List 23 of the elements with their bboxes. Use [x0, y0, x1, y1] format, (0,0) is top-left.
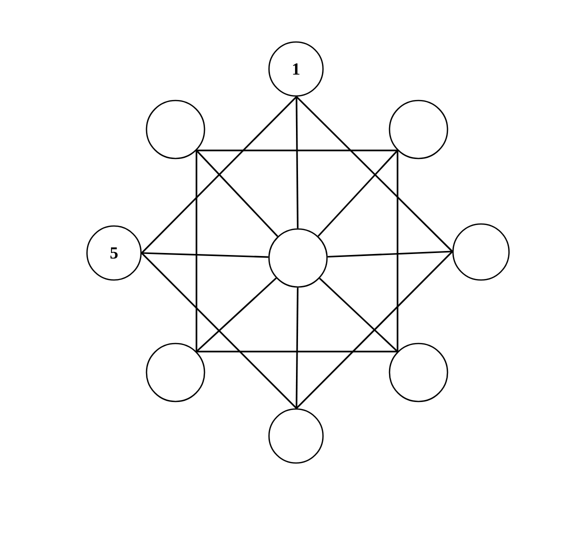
line: [318, 150, 398, 237]
line: [196, 278, 277, 352]
empty-circle: [388, 342, 448, 402]
line: [141, 96, 298, 254]
line: [296, 250, 453, 409]
line: [296, 288, 298, 408]
line: [196, 350, 398, 352]
line: [196, 150, 278, 237]
line: [141, 252, 298, 409]
line: [296, 96, 299, 228]
empty-circle: [146, 342, 206, 402]
empty-circle: [268, 408, 324, 464]
line: [296, 96, 453, 252]
empty-circle: [268, 228, 328, 288]
empty-circle: [452, 223, 510, 281]
empty-circle: [388, 100, 448, 160]
line: [396, 150, 398, 352]
line: [196, 150, 398, 152]
empty-circle: [146, 100, 206, 160]
line: [196, 150, 198, 352]
line: [319, 278, 398, 352]
line: [328, 250, 452, 258]
line: [142, 252, 268, 258]
